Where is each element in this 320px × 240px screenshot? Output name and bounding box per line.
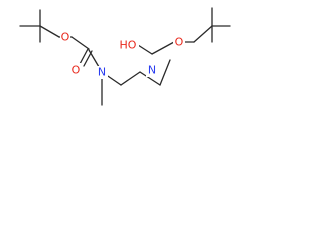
atom-o-carbonyl-left: O	[70, 63, 82, 77]
atom-label: O	[61, 31, 70, 44]
atom-o-ester-right: O	[173, 36, 185, 49]
bond	[71, 36, 90, 50]
atom-label: O	[175, 36, 184, 49]
atom-label: N	[148, 64, 156, 77]
molecule-svg: O O N HO O N	[19, 7, 231, 106]
bond	[193, 25, 213, 43]
double-bond	[79, 48, 89, 65]
atom-n-right: N	[146, 64, 158, 77]
atom-label: HO	[120, 39, 137, 52]
atom-label: N	[98, 66, 106, 79]
atom-o-hydroxy-right: HO	[117, 38, 139, 52]
atom-n-left: N	[96, 66, 108, 79]
bond	[151, 41, 175, 55]
atom-o-ester-left: O	[60, 31, 70, 44]
bond	[159, 59, 171, 86]
bond	[39, 25, 60, 38]
bond	[139, 71, 161, 86]
structure-diagram: O O N HO O N	[0, 0, 251, 138]
bond	[137, 44, 153, 55]
bond	[120, 71, 141, 86]
atom-label: O	[72, 64, 81, 77]
